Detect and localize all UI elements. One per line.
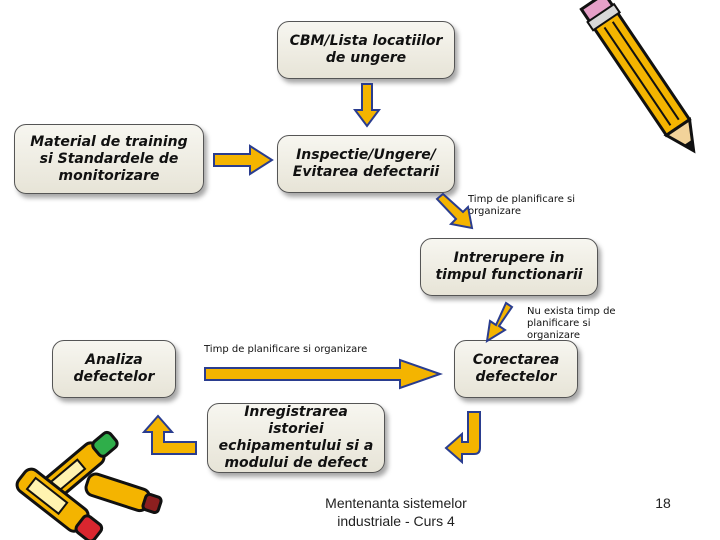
arrow-uturn-corectarea [444, 411, 481, 465]
box-corectarea: Corectarea defectelor [454, 340, 578, 398]
box-training-label: Material de training si Standardele de m… [30, 133, 188, 184]
box-intrerupere: Intrerupere in timpul functionarii [420, 238, 598, 296]
note-nu-exista: Nu exista timp de planificare si organiz… [527, 306, 616, 341]
arrow-diagonal-intrerupere [485, 301, 514, 343]
arrow-uturn-inregistrarea [141, 414, 197, 455]
footer-course: Mentenanta sistemelor industriale - Curs… [325, 495, 467, 529]
box-analiza: Analiza defectelor [52, 340, 176, 398]
box-inspectie-label: Inspectie/Ungere/ Evitarea defectarii [292, 147, 440, 180]
box-analiza-label: Analiza defectelor [73, 352, 155, 385]
pencil-icon [579, 0, 696, 154]
arrow-right-training [213, 144, 274, 176]
box-inregistrarea-label: Inregistrarea istoriei echipamentului si… [218, 404, 374, 471]
arrow-diagonal-inspectie [435, 192, 474, 230]
box-inspectie: Inspectie/Ungere/ Evitarea defectarii [277, 135, 455, 193]
arrow-down-cbm [353, 83, 381, 128]
note-timp-planificare-2: Timp de planificare si organizare [204, 344, 368, 355]
box-inregistrarea: Inregistrarea istoriei echipamentului si… [207, 403, 385, 473]
arrow-long-right [204, 358, 444, 390]
box-corectarea-label: Corectarea defectelor [472, 352, 560, 385]
box-cbm: CBM/Lista locatiilor de ungere [277, 21, 455, 79]
box-cbm-label: CBM/Lista locatiilor de ungere [289, 33, 443, 66]
note-timp-planificare-1: Timp de planificare si organizare [468, 194, 576, 217]
box-intrerupere-label: Intrerupere in timpul functionarii [435, 250, 583, 283]
page-number: 18 [655, 495, 671, 511]
markers-icon [15, 430, 163, 540]
box-training: Material de training si Standardele de m… [14, 124, 204, 194]
